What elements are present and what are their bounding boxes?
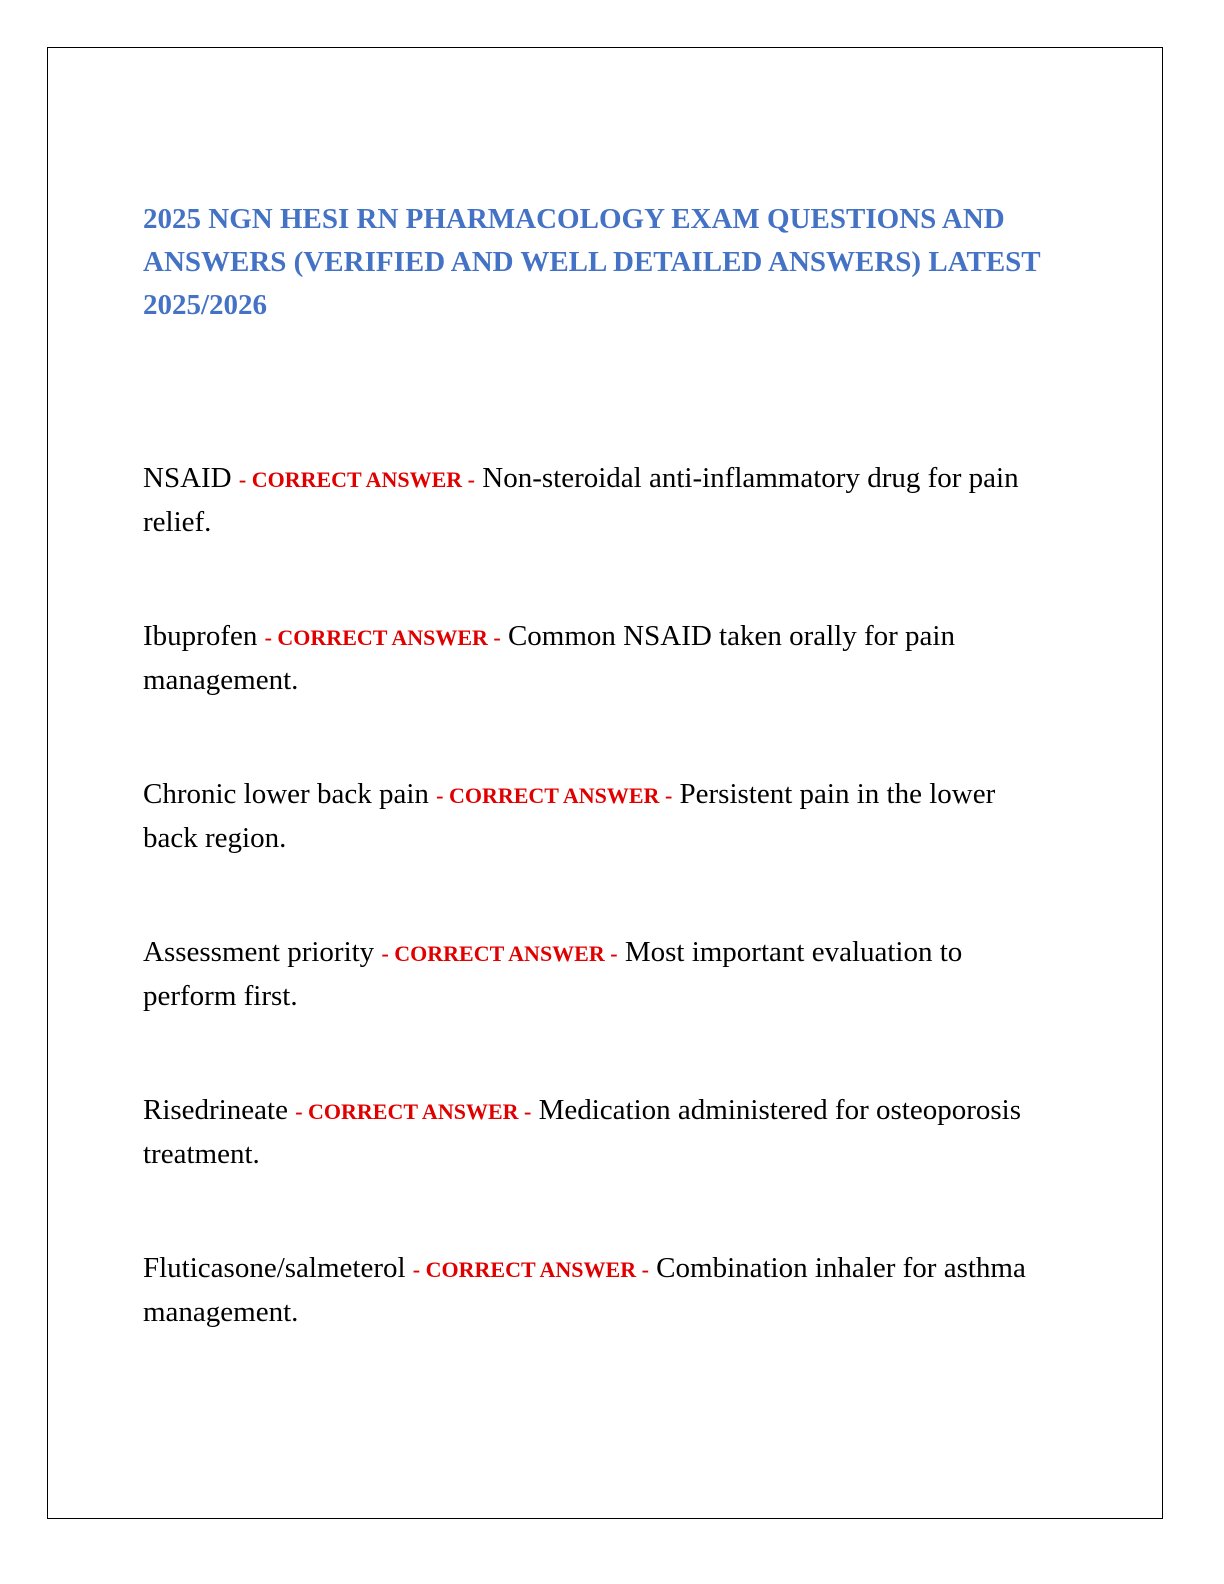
entry-definition: Non-steroidal anti-inflammatory drug for…: [143, 462, 1019, 538]
entry-definition: Most important evaluation to perform fir…: [143, 936, 963, 1012]
qa-entry: Fluticasone/salmeterol - CORRECT ANSWER …: [143, 1247, 1043, 1333]
page-border: [47, 47, 1163, 1519]
correct-answer-separator: - CORRECT ANSWER -: [381, 941, 618, 966]
qa-entry: Risedrineate - CORRECT ANSWER - Medicati…: [143, 1089, 1043, 1175]
qa-entry: Chronic lower back pain - CORRECT ANSWER…: [143, 773, 1043, 859]
qa-list: NSAID - CORRECT ANSWER - Non-steroidal a…: [143, 457, 1043, 1405]
entry-definition: Combination inhaler for asthma managemen…: [143, 1252, 1026, 1328]
document-title: 2025 NGN HESI RN PHARMACOLOGY EXAM QUEST…: [143, 203, 1041, 321]
entry-term: Fluticasone/salmeterol: [143, 1252, 406, 1284]
entry-term: NSAID: [143, 462, 232, 494]
qa-entry: NSAID - CORRECT ANSWER - Non-steroidal a…: [143, 457, 1043, 543]
entry-term: Assessment priority: [143, 936, 375, 968]
entry-term: Chronic lower back pain: [143, 778, 429, 810]
correct-answer-separator: - CORRECT ANSWER -: [436, 783, 673, 808]
correct-answer-separator: - CORRECT ANSWER -: [238, 467, 475, 492]
correct-answer-separator: - CORRECT ANSWER -: [412, 1257, 649, 1282]
entry-definition: Persistent pain in the lower back region…: [143, 778, 996, 854]
qa-entry: Ibuprofen - CORRECT ANSWER - Common NSAI…: [143, 615, 1043, 701]
correct-answer-separator: - CORRECT ANSWER -: [295, 1099, 532, 1124]
qa-entry: Assessment priority - CORRECT ANSWER - M…: [143, 931, 1043, 1017]
entry-definition: Common NSAID taken orally for pain manag…: [143, 620, 955, 696]
entry-definition: Medication administered for osteoporosis…: [143, 1094, 1022, 1170]
correct-answer-separator: - CORRECT ANSWER -: [264, 625, 501, 650]
entry-term: Ibuprofen: [143, 620, 258, 652]
entry-term: Risedrineate: [143, 1094, 288, 1126]
